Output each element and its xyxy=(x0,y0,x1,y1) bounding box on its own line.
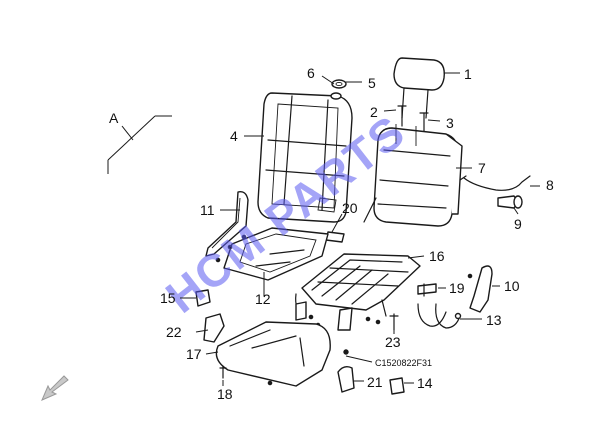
part-lower-cover xyxy=(337,365,355,393)
callout-6: 6 xyxy=(307,65,315,81)
part-bolt-left xyxy=(397,105,407,127)
callout-22: 22 xyxy=(166,324,182,340)
part-cover xyxy=(195,289,211,307)
part-seat-cushion-frame xyxy=(215,227,329,281)
arrow-down-left-icon xyxy=(41,375,69,401)
callout-13: 13 xyxy=(486,312,502,328)
callout-23: 23 xyxy=(385,334,401,350)
view-label: A xyxy=(109,110,119,126)
part-screw xyxy=(389,313,399,331)
part-release-cable xyxy=(459,175,531,191)
callout-2: 2 xyxy=(370,104,378,120)
part-cable-assembly xyxy=(417,303,462,329)
callout-21: 21 xyxy=(367,374,383,390)
part-seat-cushion xyxy=(215,321,331,387)
view-a-indicator: A xyxy=(107,110,172,174)
part-headrest-guide xyxy=(331,79,347,89)
part-bolt-right xyxy=(419,112,429,133)
callout-16: 16 xyxy=(429,248,445,264)
part-guide-ring xyxy=(330,92,342,100)
callout-1: 1 xyxy=(464,66,472,82)
part-side-trim-right xyxy=(467,265,493,313)
callout-7: 7 xyxy=(478,160,486,176)
callout-17: 17 xyxy=(186,346,202,362)
callout-4: 4 xyxy=(230,128,238,144)
callout-11: 11 xyxy=(200,202,215,218)
callout-12: 12 xyxy=(255,291,271,307)
callout-5: 5 xyxy=(368,75,376,91)
callout-14: 14 xyxy=(417,375,433,391)
callout-10: 10 xyxy=(504,278,520,294)
callout-19: 19 xyxy=(449,280,465,296)
part-clip xyxy=(325,231,345,243)
callout-labels: 1 2 3 4 5 6 7 8 9 10 11 12 13 14 15 16 1… xyxy=(160,65,554,402)
part-hinge-cover xyxy=(203,313,225,343)
callout-18: 18 xyxy=(217,386,233,402)
part-seat-back-frame xyxy=(257,92,353,223)
callout-15: 15 xyxy=(160,290,176,306)
callout-3: 3 xyxy=(446,115,454,131)
callout-20: 20 xyxy=(342,200,358,216)
leader-lines xyxy=(180,72,540,386)
part-release-knob xyxy=(497,195,523,209)
part-seat-frame xyxy=(295,253,421,331)
part-fastener xyxy=(219,365,227,379)
drawing-code: C1520822F31 xyxy=(375,358,432,368)
part-bracket xyxy=(417,283,437,297)
part-lower-clip xyxy=(389,377,405,395)
part-side-trim-left xyxy=(205,190,249,257)
callout-8: 8 xyxy=(546,177,554,193)
callout-9: 9 xyxy=(514,216,522,232)
